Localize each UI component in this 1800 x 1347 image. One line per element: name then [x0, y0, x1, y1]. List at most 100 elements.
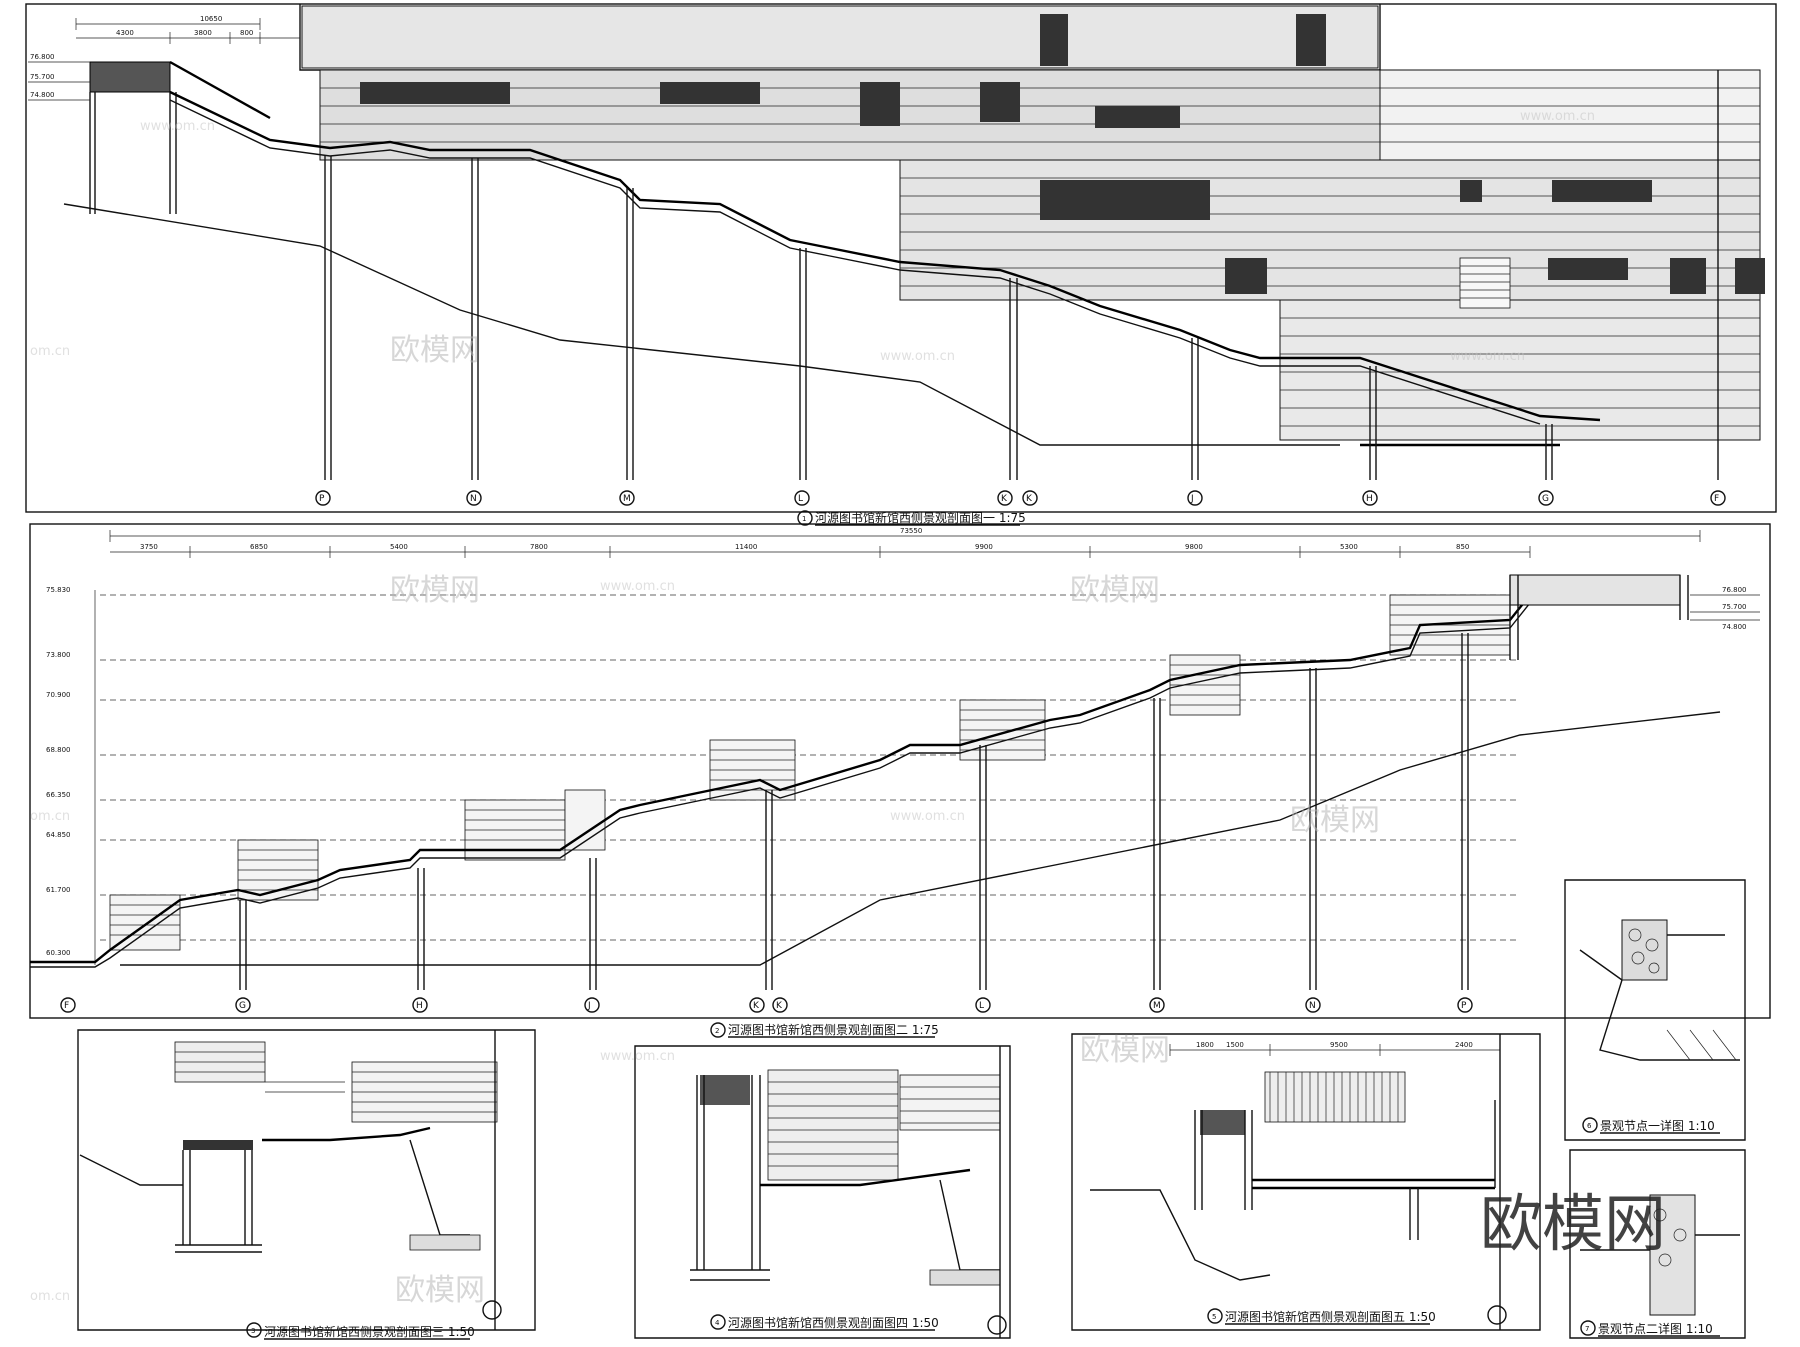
watermark-url: www.om.cn [140, 119, 215, 134]
dim-label: 9500 [1330, 1041, 1348, 1049]
watermark-url: om.cn [30, 1289, 70, 1304]
dim-label: 800 [240, 29, 253, 37]
watermark-url: om.cn [30, 809, 70, 824]
detail-2-title: 7 景观节点二详图 1:10 [1580, 1320, 1720, 1337]
section-1-top-platform [89, 60, 271, 214]
watermark-url: www.om.cn [880, 349, 955, 364]
grid-label: K [1001, 494, 1008, 504]
dim-label: 2400 [1455, 1041, 1473, 1049]
grid-label: J [587, 1001, 591, 1011]
section-1-elevation-marks: 76.800 75.700 74.800 [28, 53, 90, 101]
grid-label: F [64, 1001, 69, 1011]
elevation-label: 75.830 [46, 586, 71, 594]
watermark-logo: 欧模网 [390, 333, 480, 368]
grid-label: F [1714, 494, 1719, 504]
grid-label: L [979, 1001, 984, 1011]
watermark-logo: 欧模网 [1070, 573, 1160, 608]
grid-label: K [753, 1001, 760, 1011]
watermark-logo: 欧模网 [1080, 1033, 1170, 1068]
section-2-dimension-line: 73550 3750 6850 5400 7800 11400 9900 980… [109, 527, 1701, 558]
section-1-dimension-line: 10650 4300 3800 800 [75, 15, 300, 44]
dim-label: 9800 [1185, 543, 1203, 551]
section-2-frame [29, 523, 1771, 1019]
section-2-grid-axes: F G H J K K L M N P [60, 997, 1473, 1013]
section-1-grid-axes: P N M L K K J H G F [315, 490, 1726, 506]
grid-label: J [1190, 494, 1194, 504]
section-1-stair-profile [169, 90, 1601, 425]
title-mark: 6 [1587, 1122, 1592, 1130]
elevation-label: 70.900 [46, 691, 71, 699]
grid-label: N [470, 494, 477, 504]
grid-label: L [798, 494, 803, 504]
section-5-title-text: 河源图书馆新馆西侧景观剖面图五 1:50 [1225, 1309, 1436, 1324]
dim-label: 7800 [530, 543, 548, 551]
watermark-url: www.om.cn [600, 579, 675, 594]
dim-label: 10650 [200, 15, 222, 23]
detail-2-drawing [1569, 1149, 1746, 1339]
grid-label: H [416, 1001, 423, 1011]
dim-label: 1800 [1196, 1041, 1214, 1049]
title-mark: 5 [1212, 1313, 1216, 1321]
detail-1-title: 6 景观节点一详图 1:10 [1582, 1117, 1720, 1134]
detail-1-drawing [1564, 879, 1746, 1141]
grid-label: M [623, 494, 631, 504]
dim-label: 1500 [1226, 1041, 1244, 1049]
section-1-title-text: 河源图书馆新馆西侧景观剖面图一 1:75 [815, 510, 1026, 525]
elevation-label: 75.700 [30, 73, 55, 81]
dim-label: 6850 [250, 543, 268, 551]
watermark-logo-large: 欧模网 [1480, 1187, 1666, 1260]
section-5-drawing: 1800 1500 9500 2400 [1071, 1033, 1541, 1331]
elevation-label: 76.800 [1722, 586, 1747, 594]
dim-label: 850 [1456, 543, 1469, 551]
watermark-url: www.om.cn [600, 1049, 675, 1064]
dim-label: 5400 [390, 543, 408, 551]
section-2-stair-profile [30, 593, 1680, 968]
section-1-building-facade [299, 4, 1765, 441]
title-mark: 7 [1585, 1325, 1589, 1333]
watermark-logo: 欧模网 [390, 573, 480, 608]
elevation-label: 64.850 [46, 831, 71, 839]
section-2-elevation-lines [100, 594, 1520, 941]
title-mark: 4 [715, 1319, 720, 1327]
elevation-label: 74.800 [1722, 623, 1747, 631]
grid-label: K [776, 1001, 783, 1011]
title-mark: 1 [802, 515, 806, 523]
grid-label: M [1153, 1001, 1161, 1011]
title-mark: 3 [251, 1327, 255, 1335]
dim-label: 73550 [900, 527, 922, 535]
elevation-label: 73.800 [46, 651, 71, 659]
section-2-title-text: 河源图书馆新馆西侧景观剖面图二 1:75 [728, 1022, 939, 1037]
watermark-logo: 欧模网 [1290, 803, 1380, 838]
section-3-drawing [77, 1029, 536, 1331]
section-4-title-text: 河源图书馆新馆西侧景观剖面图四 1:50 [728, 1315, 939, 1330]
section-2-vertical-dims: 75.830 73.800 70.900 68.800 66.350 64.85… [46, 586, 96, 965]
grid-label: H [1366, 494, 1373, 504]
section-1-title: 1 河源图书馆新馆西侧景观剖面图一 1:75 [797, 510, 1026, 526]
watermark-logo: 欧模网 [395, 1273, 485, 1308]
watermarks: 欧模网 欧模网 欧模网 欧模网 欧模网 欧模网 www.om.cn www.om… [30, 109, 1666, 1308]
elevation-label: 61.700 [46, 886, 71, 894]
watermark-url: www.om.cn [1520, 109, 1595, 124]
detail-2-title-text: 景观节点二详图 1:10 [1598, 1321, 1713, 1336]
elevation-label: 76.800 [30, 53, 55, 61]
dim-label: 4300 [116, 29, 134, 37]
dim-label: 9900 [975, 543, 993, 551]
dim-label: 3800 [194, 29, 212, 37]
elevation-label: 74.800 [30, 91, 55, 99]
elevation-label: 68.800 [46, 746, 71, 754]
grid-label: N [1309, 1001, 1316, 1011]
section-2-terrace-hatching [109, 594, 1511, 951]
elevation-label: 75.700 [1722, 603, 1747, 611]
section-4-title: 4 河源图书馆新馆西侧景观剖面图四 1:50 [710, 1314, 939, 1331]
dim-label: 11400 [735, 543, 757, 551]
title-mark: 2 [715, 1027, 719, 1035]
grid-label: P [319, 494, 325, 504]
elevation-label: 60.300 [46, 949, 71, 957]
section-4-drawing [634, 1045, 1011, 1339]
watermark-url: om.cn [30, 344, 70, 359]
section-2-top-platform: 76.800 75.700 74.800 [1509, 574, 1760, 660]
watermark-url: www.om.cn [890, 809, 965, 824]
section-2-title: 2 河源图书馆新馆西侧景观剖面图二 1:75 [710, 1022, 939, 1038]
dim-label: 5300 [1340, 543, 1358, 551]
